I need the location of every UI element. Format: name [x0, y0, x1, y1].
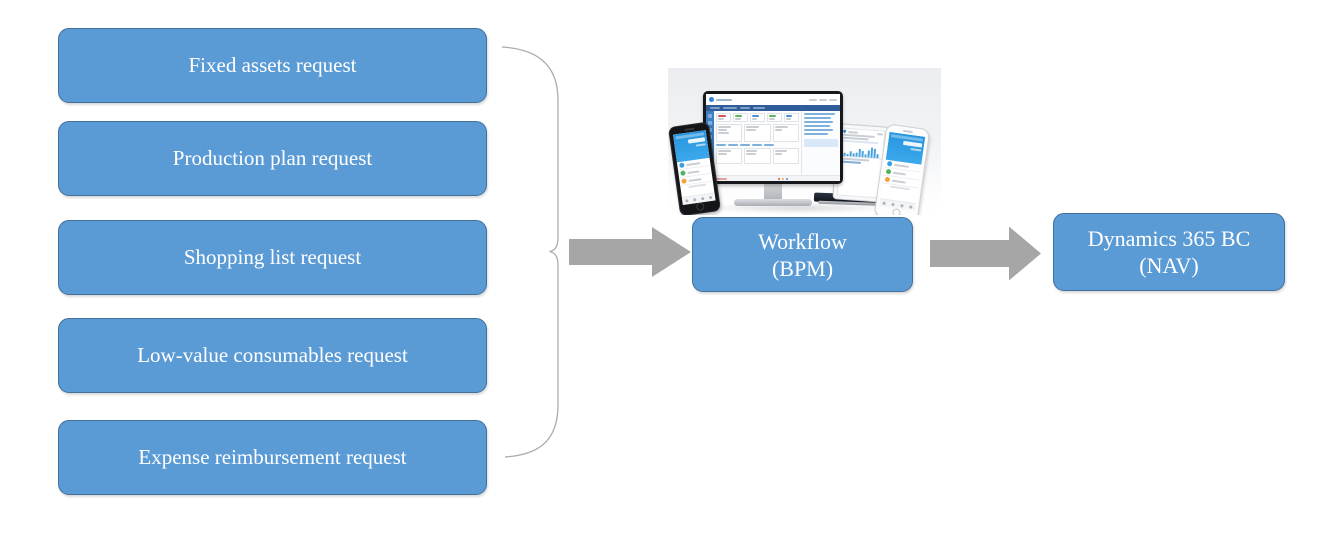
monitor-screen [706, 94, 840, 181]
tablet-chart-bar [876, 154, 879, 159]
monitor-main-panel [714, 111, 801, 175]
request-box-production-plan: Production plan request [58, 121, 487, 196]
dynamics-box-line2: (NAV) [1139, 253, 1199, 278]
left-phone-screen [673, 130, 716, 205]
phone-speaker [683, 127, 695, 132]
request-box-label: Fixed assets request [188, 53, 357, 77]
arrow-to-workflow [569, 227, 691, 277]
workflow-box-line2: (BPM) [771, 255, 834, 281]
request-box-fixed-assets: Fixed assets request [58, 28, 487, 103]
monitor-nav-bar [706, 105, 840, 111]
tablet-chart-bar [852, 153, 855, 157]
devices-photo [668, 68, 941, 215]
monitor-right-panel [801, 111, 840, 175]
monitor-form-cards-row1 [716, 124, 799, 142]
tablet-bar-chart [841, 142, 883, 160]
tablet-chart-bar [846, 153, 849, 157]
arrow-to-dynamics [930, 226, 1041, 281]
request-box-label: Expense reimbursement request [138, 445, 407, 469]
request-box-label: Low-value consumables request [137, 343, 408, 367]
monitor-stand-neck [764, 182, 782, 201]
request-box-label: Production plan request [172, 146, 373, 170]
right-phone-screen [879, 131, 926, 212]
request-box-label: Shopping list request [183, 245, 362, 269]
phone-home-button [695, 202, 705, 212]
tablet-chart-bar [843, 152, 846, 156]
workflow-box: Workflow (BPM) [692, 217, 913, 292]
dynamics-365-box: Dynamics 365 BC (NAV) [1053, 213, 1285, 291]
curved-connector-bottom [504, 250, 559, 458]
curved-connector-top [501, 46, 559, 253]
app-logo-icon [709, 97, 714, 102]
phone-speaker [902, 129, 913, 134]
monitor-status-bar [706, 175, 840, 181]
tablet-chart-bar [855, 152, 858, 157]
dynamics-box-line1: Dynamics 365 BC [1087, 226, 1251, 251]
request-box-shopping-list: Shopping list request [58, 220, 487, 295]
monitor-link-row [716, 144, 799, 146]
tablet-chart-bar [864, 154, 867, 158]
workflow-box-line1: Workflow [758, 228, 847, 254]
phone-home-button [891, 208, 901, 215]
monitor-stand-base [734, 199, 812, 206]
request-box-low-value-consumables: Low-value consumables request [58, 318, 487, 393]
desktop-monitor [703, 91, 843, 184]
monitor-stat-cards [716, 113, 799, 122]
monitor-app-header [706, 94, 840, 105]
monitor-form-cards-row2 [716, 148, 799, 164]
request-box-expense-reimbursement: Expense reimbursement request [58, 420, 487, 495]
